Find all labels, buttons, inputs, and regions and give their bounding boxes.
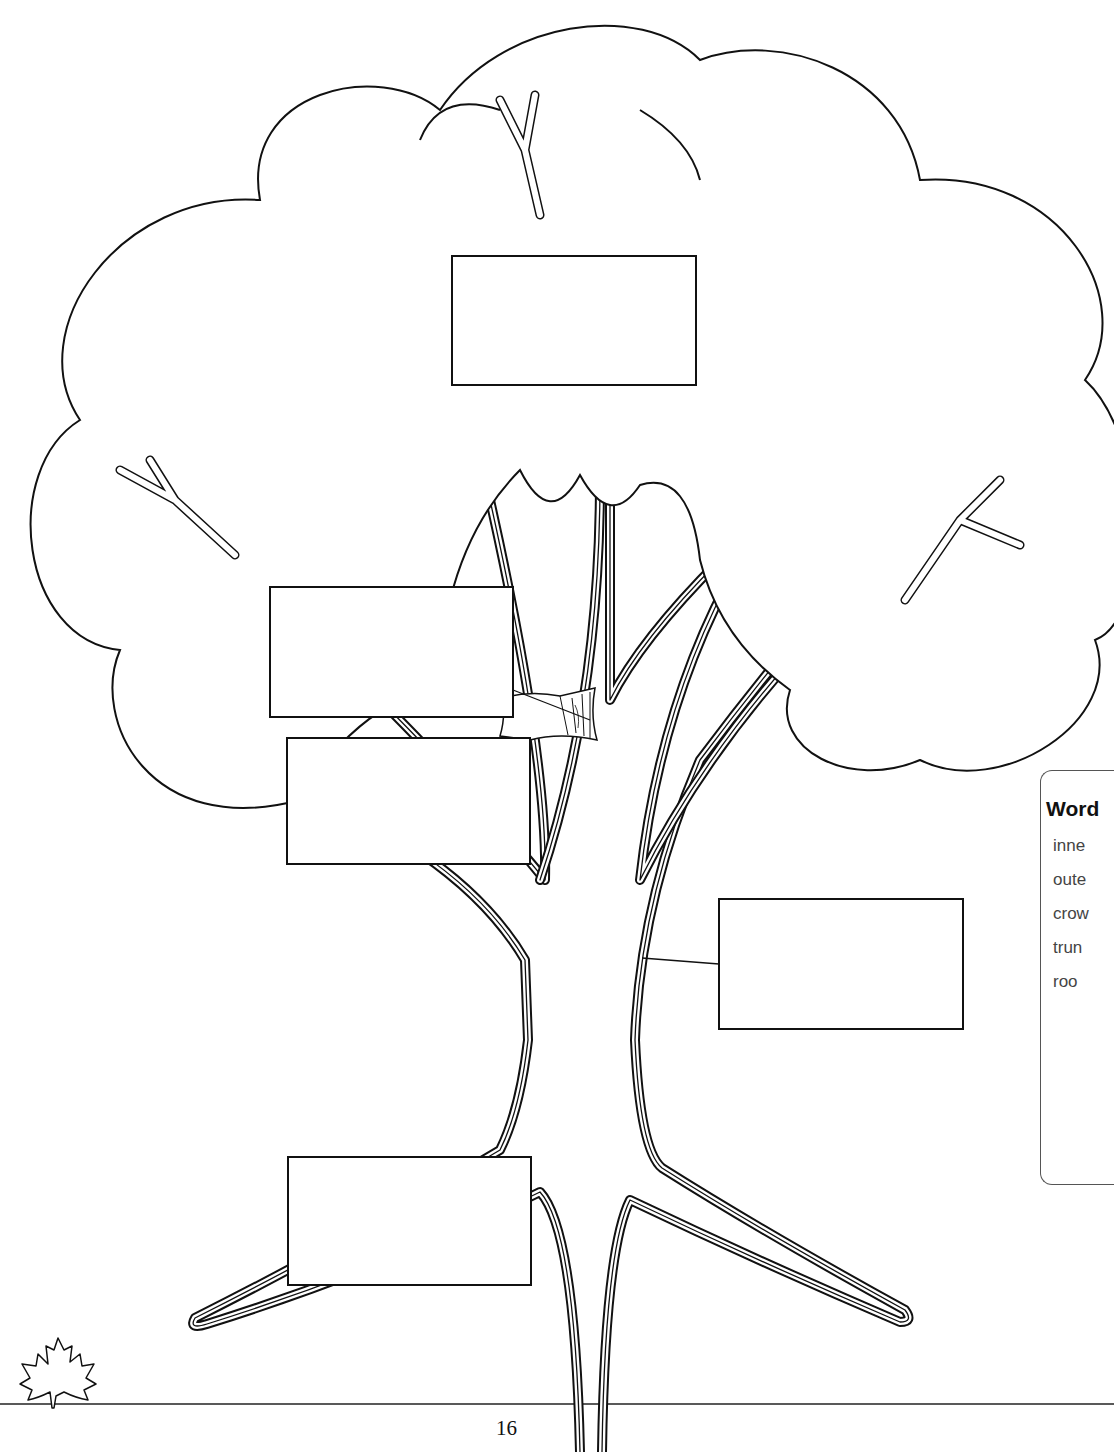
base-line — [0, 1403, 1114, 1405]
bark-detail — [500, 688, 597, 740]
crown-outline — [31, 26, 1114, 808]
leader-line — [642, 958, 719, 964]
page-number: 16 — [494, 1416, 519, 1441]
word-bank-box: Word inneoutecrowtrunroo — [1040, 770, 1114, 1185]
word-bank-term: trun — [1046, 931, 1114, 965]
answer-box — [270, 256, 963, 1285]
crown-curve — [640, 110, 700, 180]
twig — [120, 95, 1020, 600]
word-bank-term: crow — [1046, 897, 1114, 931]
word-bank-heading: Word — [1046, 795, 1114, 823]
word-bank-term: roo — [1046, 965, 1114, 999]
crown-curve — [420, 104, 500, 140]
word-bank-term: oute — [1046, 863, 1114, 897]
leaf-icon — [20, 1338, 96, 1408]
word-bank-term: inne — [1046, 829, 1114, 863]
